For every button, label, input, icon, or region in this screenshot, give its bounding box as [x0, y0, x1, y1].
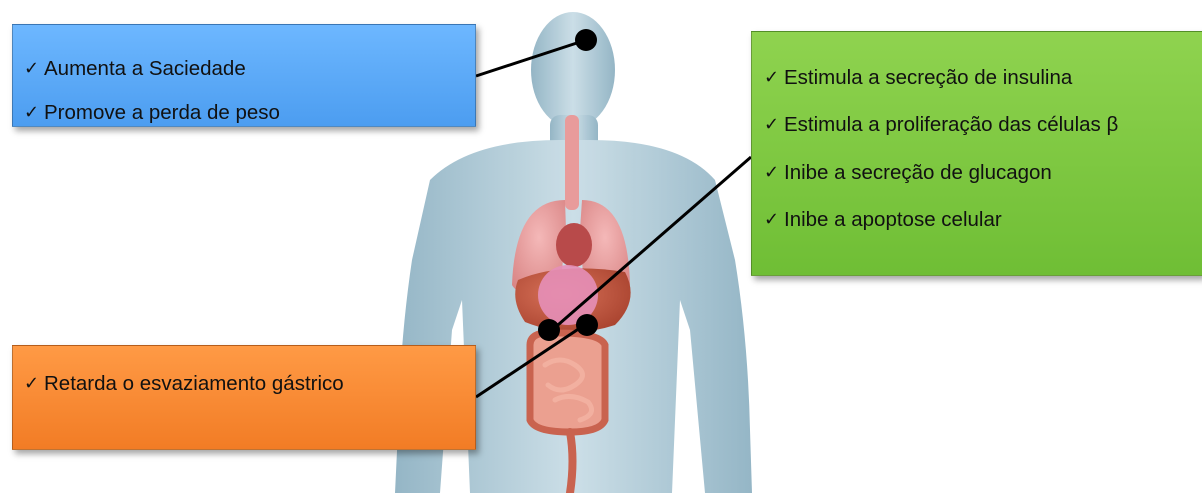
callout-item-text: Estimula a secreção de insulina: [784, 68, 1072, 89]
callout-brain: ✓ Aumenta a Saciedade ✓ Promove a perda …: [12, 24, 476, 127]
check-icon: ✓: [24, 375, 44, 393]
marker-dot-brain: [575, 29, 597, 51]
check-icon: ✓: [764, 69, 784, 87]
callout-item: ✓ Estimula a proliferação das células β: [764, 102, 1202, 150]
callout-item: ✓ Estimula a secreção de insulina: [764, 54, 1202, 102]
callout-item: ✓ Inibe a secreção de glucagon: [764, 149, 1202, 197]
callout-item-text: Retarda o esvaziamento gástrico: [44, 374, 344, 395]
check-icon: ✓: [24, 60, 44, 78]
check-icon: ✓: [764, 211, 784, 229]
check-icon: ✓: [764, 116, 784, 134]
callout-item-text: Aumenta a Saciedade: [44, 59, 246, 80]
check-icon: ✓: [764, 164, 784, 182]
callout-pancreas: ✓ Estimula a secreção de insulina ✓ Esti…: [751, 31, 1202, 276]
callout-item-text: Promove a perda de peso: [44, 103, 280, 124]
callout-item: ✓ Promove a perda de peso: [24, 91, 475, 135]
callout-item-text: Inibe a secreção de glucagon: [784, 163, 1052, 184]
callout-item: ✓ Inibe a apoptose celular: [764, 197, 1202, 245]
callout-item: ✓ Aumenta a Saciedade: [24, 47, 475, 91]
marker-dot-stomach: [576, 314, 598, 336]
callout-stomach: ✓ Retarda o esvaziamento gástrico: [12, 345, 476, 450]
callout-item: ✓ Retarda o esvaziamento gástrico: [24, 374, 475, 395]
trachea: [565, 115, 579, 210]
callout-item-text: Inibe a apoptose celular: [784, 210, 1002, 231]
heart: [556, 223, 592, 267]
marker-dot-pancreas: [538, 319, 560, 341]
callout-item-text: Estimula a proliferação das células β: [784, 115, 1118, 136]
check-icon: ✓: [24, 104, 44, 122]
